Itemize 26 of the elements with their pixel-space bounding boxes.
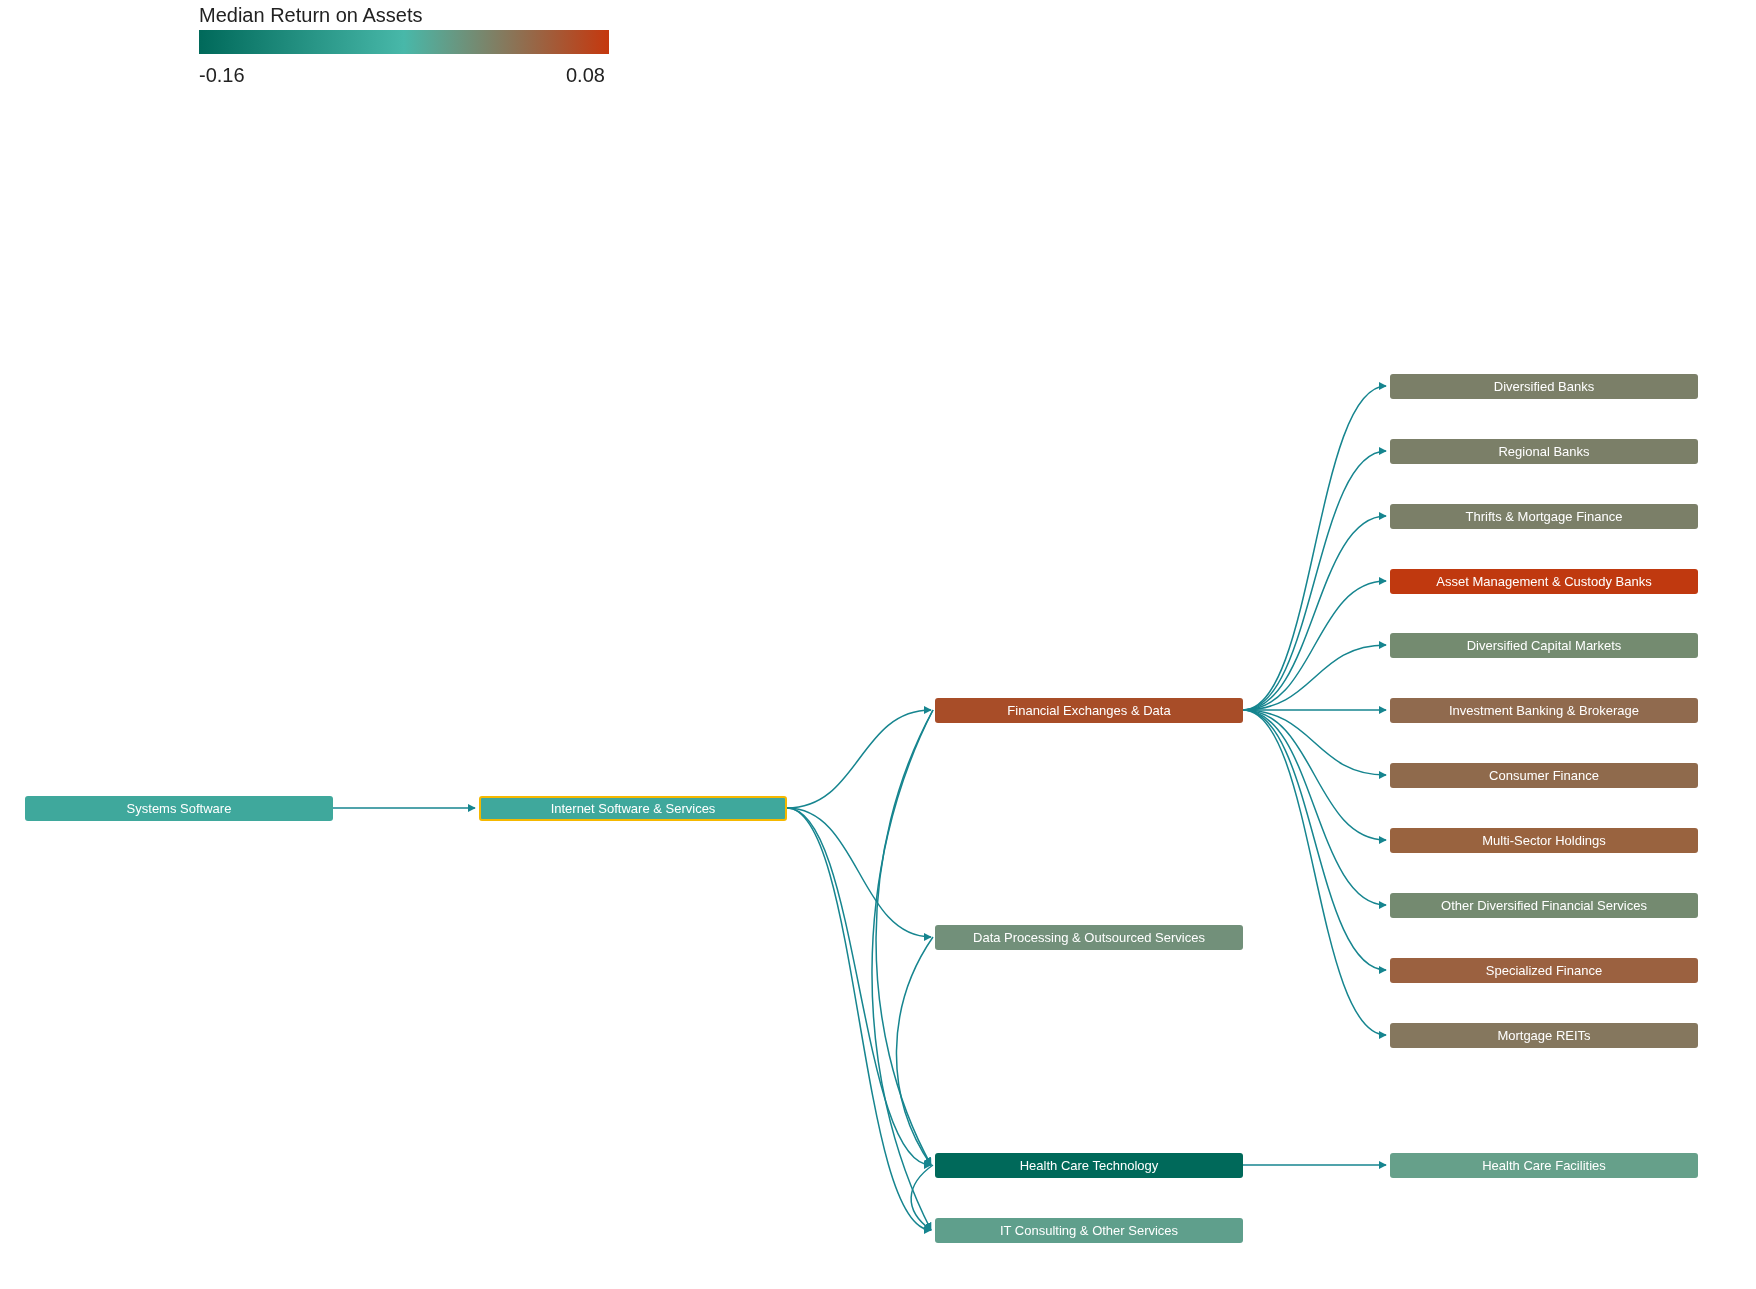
- arrow: [910, 1164, 934, 1231]
- category-box: Financial Exchanges & Data: [935, 697, 1243, 723]
- category-box: Health Care Technology: [935, 1152, 1243, 1178]
- category-box: Asset Management & Custody Banks: [1390, 568, 1698, 594]
- category-box: Internet Software & Services: [479, 795, 787, 821]
- category-box: Health Care Facilities: [1390, 1152, 1698, 1178]
- category-box: Data Processing & Outsourced Services: [935, 924, 1243, 950]
- category-box: Diversified Banks: [1390, 373, 1698, 399]
- scale-min-label: -0.16: [199, 63, 245, 88]
- category-box: Mortgage REITs: [1390, 1022, 1698, 1048]
- arrow: [1242, 1161, 1387, 1169]
- category-box: Systems Software: [25, 795, 333, 821]
- category-box: Diversified Capital Markets: [1390, 632, 1698, 658]
- arrow: [332, 804, 476, 812]
- category-box: Other Diversified Financial Services: [1390, 892, 1698, 918]
- category-box: Regional Banks: [1390, 438, 1698, 464]
- arrow: [895, 936, 934, 1166]
- arrow: [871, 709, 934, 1231]
- category-box: Specialized Finance: [1390, 957, 1698, 983]
- scale-max-label: 0.08: [566, 63, 605, 88]
- category-box: IT Consulting & Other Services: [935, 1217, 1243, 1243]
- category-box: Investment Banking & Brokerage: [1390, 697, 1698, 723]
- category-box: Multi-Sector Holdings: [1390, 827, 1698, 853]
- category-box: Consumer Finance: [1390, 762, 1698, 788]
- legend-title: Median Return on Assets: [199, 3, 423, 28]
- category-box: Thrifts & Mortgage Finance: [1390, 503, 1698, 529]
